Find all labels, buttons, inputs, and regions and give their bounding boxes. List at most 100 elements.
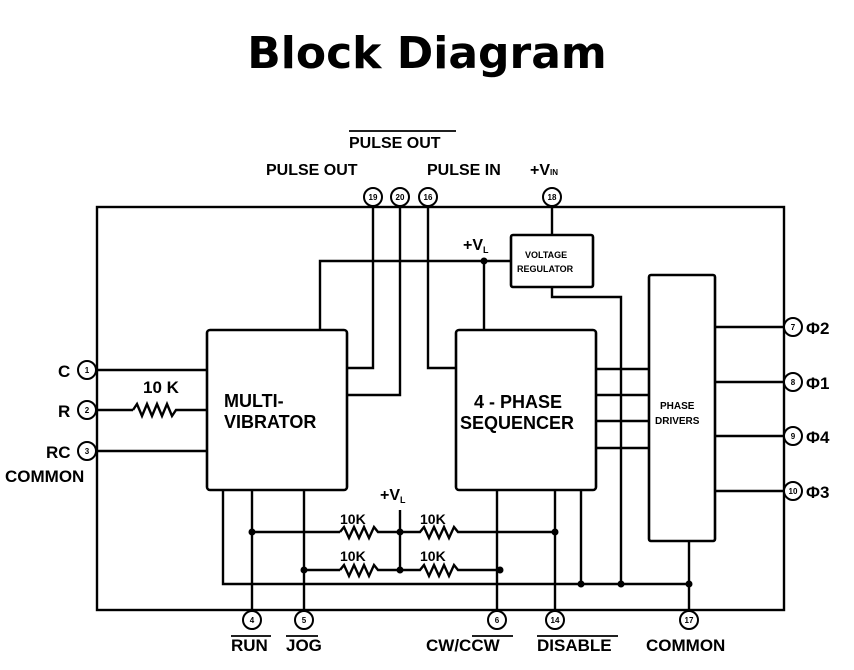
pin-jog-label: JOG (286, 636, 322, 655)
pin-circle (418, 187, 438, 207)
pin-phi1-label: Φ1 (806, 374, 829, 393)
timing-resistor (132, 400, 207, 420)
pin-c: 1 (77, 360, 97, 380)
multivibrator-label-2: VIBRATOR (224, 412, 316, 432)
pin-pulse_in: 16 (418, 187, 438, 207)
driver-outputs (715, 325, 784, 493)
pin-number: 10 (789, 487, 798, 496)
vl-label-bottom: +VL (380, 487, 406, 505)
pin-phi4-label: Φ4 (806, 428, 830, 447)
pin-number: 18 (548, 193, 557, 202)
phase-drivers-label-1: PHASE (660, 401, 695, 412)
regulator-label-1: VOLTAGE (525, 250, 567, 260)
phase-drivers-label-2: DRIVERS (655, 416, 700, 427)
multivibrator-label-1: MULTI- (224, 391, 284, 411)
pin-circle (487, 610, 507, 630)
pin-cwccw: 6 (487, 610, 507, 630)
pin-circle (679, 610, 699, 630)
regulator-label-2: REGULATOR (517, 264, 574, 274)
multivibrator-block: MULTI- VIBRATOR (205, 328, 349, 492)
pin-circle (77, 400, 97, 420)
pin-circle (77, 360, 97, 380)
pin-circle (77, 441, 97, 461)
pullup-label-1: 10K (340, 511, 366, 527)
pin-rc-label-2: COMMON (5, 467, 84, 486)
pin-circle (545, 610, 565, 630)
pin-number: 3 (85, 447, 90, 456)
sequencer-outputs (596, 367, 649, 450)
pin-labels: C R RC COMMON Φ2 Φ1 Φ4 Φ3 RUN JOG CW/CCW… (5, 319, 830, 655)
pin-rc: 3 (77, 441, 97, 461)
pullup-label-3: 10K (340, 548, 366, 564)
pin-number: 8 (791, 378, 796, 387)
pin-phi3: 10 (783, 481, 803, 501)
pin-rc-label: RC (46, 443, 71, 462)
pin-circle (390, 187, 410, 207)
pin-circle (783, 372, 803, 392)
pin-run: 4 (242, 610, 262, 630)
pin-phi3-label: Φ3 (806, 483, 829, 502)
pin-phi4: 9 (783, 426, 803, 446)
sequencer-label-1: 4 - PHASE (474, 392, 562, 412)
svg-text:+VL: +VL (463, 237, 489, 255)
pullup-label-2: 10K (420, 511, 446, 527)
pin-circle (294, 610, 314, 630)
diagram-title: Block Diagram (247, 28, 607, 79)
pin-common: 17 (679, 610, 699, 630)
pin-pulse_out: 19 (363, 187, 383, 207)
pin-c-label: C (58, 362, 70, 381)
pullup-resistor-jog (339, 562, 400, 579)
pin-number: 6 (495, 616, 500, 625)
phase-drivers-block: PHASE DRIVERS (647, 273, 717, 543)
pin-cwccw-label: CW/CCW (426, 636, 501, 655)
pulse-in-label: PULSE IN (427, 162, 501, 179)
pin-number: 5 (302, 616, 307, 625)
pin-number: 20 (396, 193, 405, 202)
pin-r: 2 (77, 400, 97, 420)
pin-number: 7 (791, 323, 796, 332)
pin-run-label: RUN (231, 636, 268, 655)
pin-circle (363, 187, 383, 207)
left-inputs: 10 K (97, 368, 207, 453)
top-labels: PULSE OUT PULSE OUT PULSE IN +VIN (266, 130, 558, 179)
pulse-out-bar-label: PULSE OUT (349, 135, 441, 152)
pin-number: 16 (424, 193, 433, 202)
voltage-regulator-block: VOLTAGE REGULATOR (509, 233, 595, 289)
vin-label: +VIN (530, 162, 558, 179)
pin-circle (783, 317, 803, 337)
pin-phi2-label: Φ2 (806, 319, 829, 338)
pin-pulse_out_bar: 20 (390, 187, 410, 207)
bottom-wiring: 10K 10K 10K 10K (221, 490, 693, 610)
pin-number: 1 (85, 366, 90, 375)
sequencer-block: 4 - PHASE SEQUENCER (454, 328, 598, 492)
pins: 1 2 3 7 8 9 10 4 5 6 14 17 19 20 16 18 (77, 187, 803, 630)
pin-number: 14 (551, 616, 560, 625)
vl-label-top: +VL (463, 237, 489, 255)
pullup-resistor-disable (400, 524, 555, 541)
pin-circle (242, 610, 262, 630)
pin-vin: 18 (542, 187, 562, 207)
pullup-resistor-run (339, 524, 400, 541)
pin-circle (542, 187, 562, 207)
pin-common-label: COMMON (646, 636, 725, 655)
pin-number: 2 (85, 406, 90, 415)
pin-phi1: 8 (783, 372, 803, 392)
pin-disable-label: DISABLE (537, 636, 612, 655)
chip-outline (95, 205, 786, 612)
pin-number: 17 (685, 616, 694, 625)
sequencer-label-2: SEQUENCER (460, 413, 574, 433)
pin-jog: 5 (294, 610, 314, 630)
pulse-out-label: PULSE OUT (266, 162, 358, 179)
pin-number: 4 (250, 616, 255, 625)
pin-number: 19 (369, 193, 378, 202)
pullup-label-4: 10K (420, 548, 446, 564)
pin-circle (783, 426, 803, 446)
pin-disable: 14 (545, 610, 565, 630)
top-wiring (318, 207, 623, 581)
pin-number: 9 (791, 432, 796, 441)
svg-text:+VL: +VL (380, 487, 406, 505)
timing-resistor-label: 10 K (143, 378, 180, 397)
pullup-resistor-cwccw (400, 562, 500, 579)
pin-circle (783, 481, 803, 501)
